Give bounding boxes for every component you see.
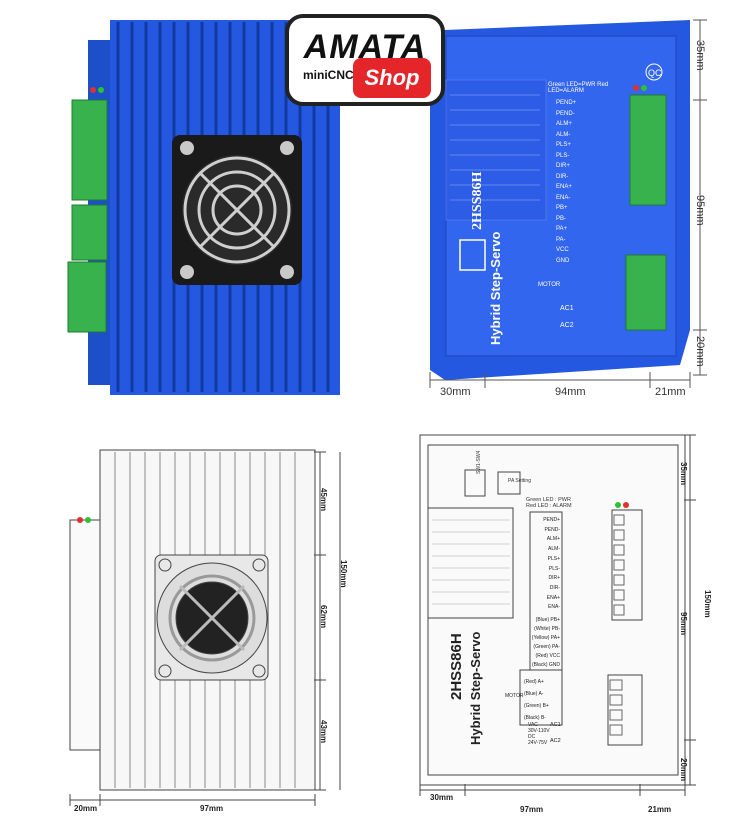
drawing-vac-label: VAC <box>528 722 538 728</box>
drawing-led-label2: Red LED : ALARM <box>526 503 572 509</box>
drawing-front <box>419 434 696 796</box>
drawing-term: (Green) PA- <box>533 644 560 650</box>
logo-sub-text: miniCNC <box>303 68 354 82</box>
photo-term: PA+ <box>556 226 568 232</box>
drawing-heatsink <box>69 449 341 806</box>
drawing-ac2: AC2 <box>550 738 561 744</box>
dim-r-95: 95mm <box>679 612 688 636</box>
drawing-term: PLS+ <box>547 555 560 562</box>
drawing-term: (Blue) PB+ <box>535 617 560 623</box>
drawing-pa-label: PA Setting <box>508 478 531 484</box>
driver-front-photo <box>430 20 690 380</box>
drawing-motor-terms: (Red) A+ (Blue) A- (Green) B+ (Black) B- <box>524 676 549 724</box>
drawing-term: (Red) VCC <box>535 653 560 659</box>
photo-ac2: AC2 <box>560 322 574 329</box>
drawing-led-label: Green LED : PWR <box>526 497 571 503</box>
dim-r-21: 21mm <box>648 805 672 814</box>
photo-model: 2HSS86H <box>470 171 485 230</box>
drawing-term: ALM- <box>548 546 560 553</box>
photo-dimension-lines <box>429 19 707 388</box>
photo-subtitle: Hybrid Step-Servo <box>488 231 503 345</box>
drawing-terminals-top: PEND+ PEND- ALM+ ALM- PLS+ PLS- DIR+ DIR… <box>534 516 560 613</box>
dim-r-35: 35mm <box>679 462 688 486</box>
photo-term: DIR- <box>556 173 569 180</box>
dim-45: 45mm <box>319 488 328 512</box>
drawing-motor-term: (Black) B- <box>524 715 546 721</box>
drawing-term: (Yellow) PA+ <box>531 635 560 641</box>
photo-term: PB+ <box>556 205 568 211</box>
photo-term: PB- <box>556 215 567 222</box>
drawing-terminals-bottom: (Blue) PB+ (White) PB- (Yellow) PA+ (Gre… <box>514 616 560 670</box>
drawing-term: DIR+ <box>548 575 560 582</box>
drawing-motor-term: (Red) A+ <box>524 679 544 685</box>
photo-motor-label: MOTOR <box>538 282 561 288</box>
dim-20: 20mm <box>694 336 706 367</box>
drawing-led-labels: Green LED : PWR Red LED : ALARM <box>526 497 572 509</box>
drawing-motor-label: MOTOR <box>505 693 524 699</box>
dim-left-97: 97mm <box>200 804 224 813</box>
drawing-term: (White) PB- <box>534 626 560 632</box>
photo-terminals: PEND+ PEND- ALM+ ALM- PLS+ PLS- DIR+ DIR… <box>556 98 586 266</box>
logo-shop-badge: Shop <box>353 58 431 98</box>
dim-35: 35mm <box>694 40 706 71</box>
photo-term: PEND- <box>556 110 575 117</box>
drawing-term: PEND- <box>544 526 560 533</box>
dim-43: 43mm <box>319 720 328 744</box>
dim-150: 150mm <box>339 560 348 588</box>
drawing-term: PEND+ <box>543 517 560 523</box>
drawing-motor-term: (Green) B+ <box>524 703 549 709</box>
drawing-sw-label: SW1-SW4 <box>476 450 482 474</box>
drawing-subtitle: Hybrid Step-Servo <box>468 631 483 745</box>
dim-r-20: 20mm <box>679 758 688 782</box>
dim-62: 62mm <box>319 605 328 629</box>
dim-left-20: 20mm <box>74 804 98 813</box>
dim-r-97: 97mm <box>520 805 544 814</box>
drawing-ac1: AC1 <box>550 722 561 728</box>
drawing-term: ENA+ <box>546 594 560 601</box>
drawing-term: (Black) GND <box>531 662 560 668</box>
photo-term: ENA- <box>556 194 571 201</box>
drawing-model: 2HSS86H <box>448 633 465 700</box>
dim-30: 30mm <box>440 386 471 398</box>
amata-logo: AMATA miniCNC Shop <box>285 14 445 106</box>
dim-r-150: 150mm <box>703 590 712 618</box>
drawing-vac3: 24V-75V <box>528 740 548 746</box>
photo-term: PEND+ <box>556 100 577 106</box>
drawing-vac: VAC 30V-110V DC 24V-75V <box>528 722 550 746</box>
photo-term: ALM- <box>556 131 571 138</box>
dim-r-30: 30mm <box>430 793 454 802</box>
photo-term: DIR+ <box>556 163 570 169</box>
photo-term: PLS- <box>556 152 570 159</box>
photo-led-label: Green LED=PWR Red LED=ALARM <box>548 82 609 94</box>
photo-qc: QC <box>648 68 662 78</box>
drawing-term: PLS- <box>548 565 560 572</box>
photo-term: ENA+ <box>556 184 572 190</box>
drawing-term: DIR- <box>549 584 560 591</box>
drawing-vac2: DC <box>528 734 536 740</box>
photo-term: GND <box>556 257 570 264</box>
drawing-term: ENA- <box>548 604 560 611</box>
dim-95: 95mm <box>694 195 706 226</box>
photo-term: PLS+ <box>556 142 571 148</box>
photo-ac1: AC1 <box>560 305 574 312</box>
dim-94: 94mm <box>555 386 586 398</box>
drawing-motor-term: (Blue) A- <box>524 691 544 697</box>
photo-term: VCC <box>556 247 569 253</box>
photo-term: ALM+ <box>556 121 572 127</box>
drawing-vac1: 30V-110V <box>528 728 550 734</box>
drawing-term: ALM+ <box>546 536 560 543</box>
dim-21: 21mm <box>655 386 686 398</box>
photo-term: PA- <box>556 236 566 243</box>
